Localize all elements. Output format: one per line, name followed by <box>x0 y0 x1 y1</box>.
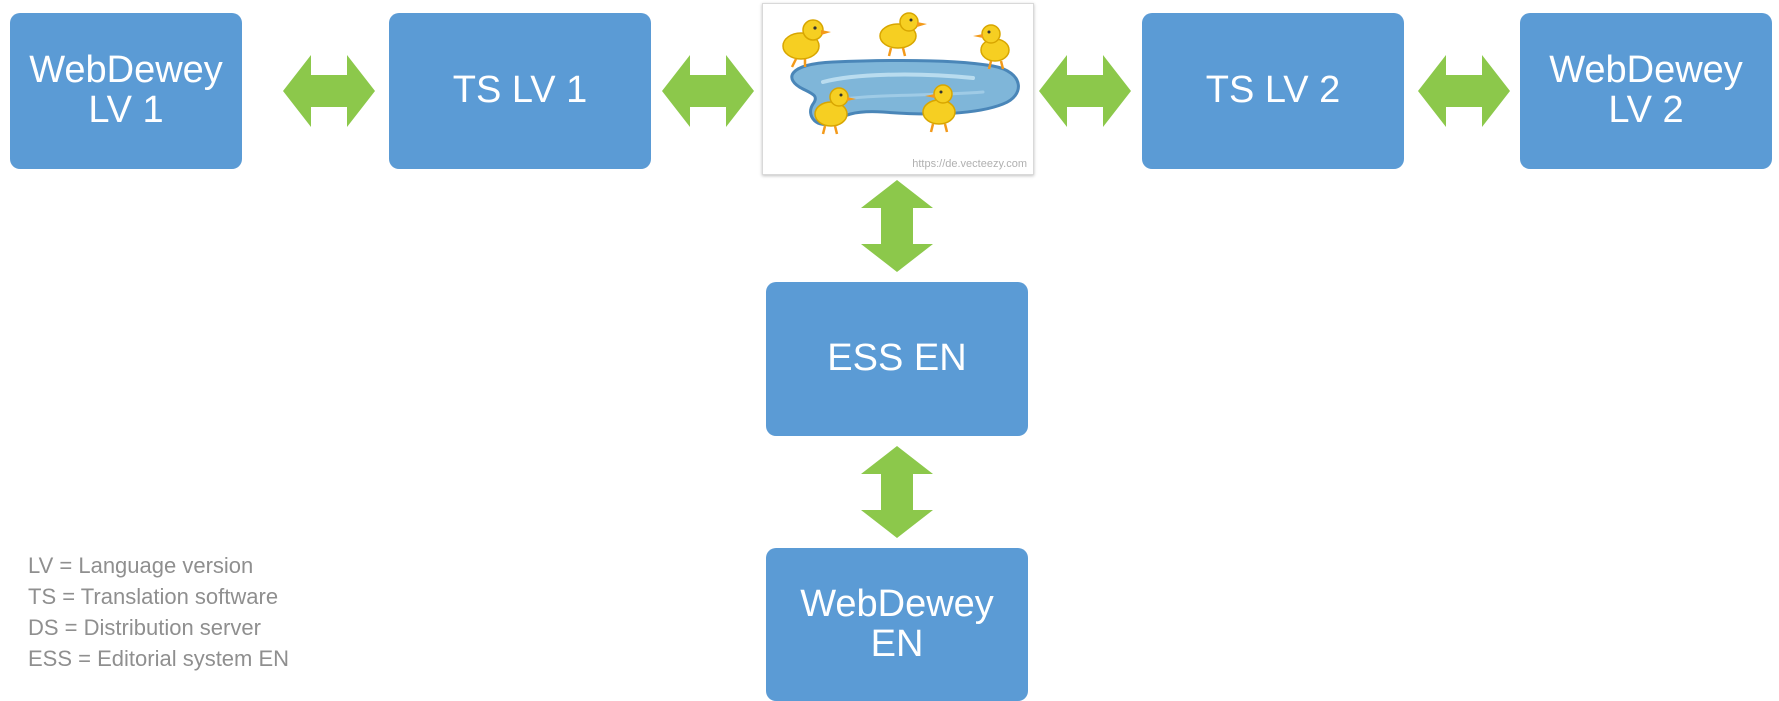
webdewey-lv2-label-line2: LV 2 <box>1608 89 1684 131</box>
ess-en-label: ESS EN <box>827 337 967 380</box>
double-arrow-horizontal-icon <box>662 55 754 127</box>
ts-lv2-label: TS LV 2 <box>1205 69 1341 112</box>
webdewey-lv1-box: WebDewey LV 1 <box>10 13 242 169</box>
double-arrow-horizontal-icon <box>283 55 375 127</box>
legend-item: TS = Translation software <box>28 584 279 609</box>
duckling-icon <box>814 87 856 135</box>
double-arrow-horizontal-icon <box>1039 55 1131 127</box>
ts-lv2-box: TS LV 2 <box>1142 13 1404 169</box>
legend-item: ESS = Editorial system EN <box>28 646 290 671</box>
ess-en-box: ESS EN <box>766 282 1028 436</box>
webdewey-en-label-line1: WebDewey <box>800 582 994 625</box>
ts-lv1-box: TS LV 1 <box>389 13 651 169</box>
legend-item: LV = Language version <box>28 553 254 578</box>
webdewey-en-box: WebDewey EN <box>766 548 1028 701</box>
duckling-icon <box>782 19 831 68</box>
duckling-icon <box>922 84 956 133</box>
ducks-pond-image: https://de.vecteezy.com <box>762 3 1034 175</box>
webdewey-lv1-label-line2: LV 1 <box>88 89 164 131</box>
double-arrow-vertical-icon <box>861 446 933 538</box>
duckling-icon <box>879 12 927 57</box>
webdewey-en-label-line2: EN <box>870 622 924 665</box>
image-credit: https://de.vecteezy.com <box>912 158 1027 170</box>
double-arrow-vertical-icon <box>861 180 933 272</box>
webdewey-lv2-box: WebDewey LV 2 <box>1520 13 1772 169</box>
webdewey-lv1-label-line1: WebDewey <box>29 49 223 92</box>
duckling-icon <box>973 24 1010 70</box>
webdewey-lv2-label-line1: WebDewey <box>1549 49 1743 92</box>
legend-item: DS = Distribution server <box>28 615 261 640</box>
legend: LV = Language version TS = Translation s… <box>28 550 289 674</box>
pond-illustration <box>782 12 1020 135</box>
double-arrow-horizontal-icon <box>1418 55 1510 127</box>
ts-lv1-label: TS LV 1 <box>452 69 588 112</box>
